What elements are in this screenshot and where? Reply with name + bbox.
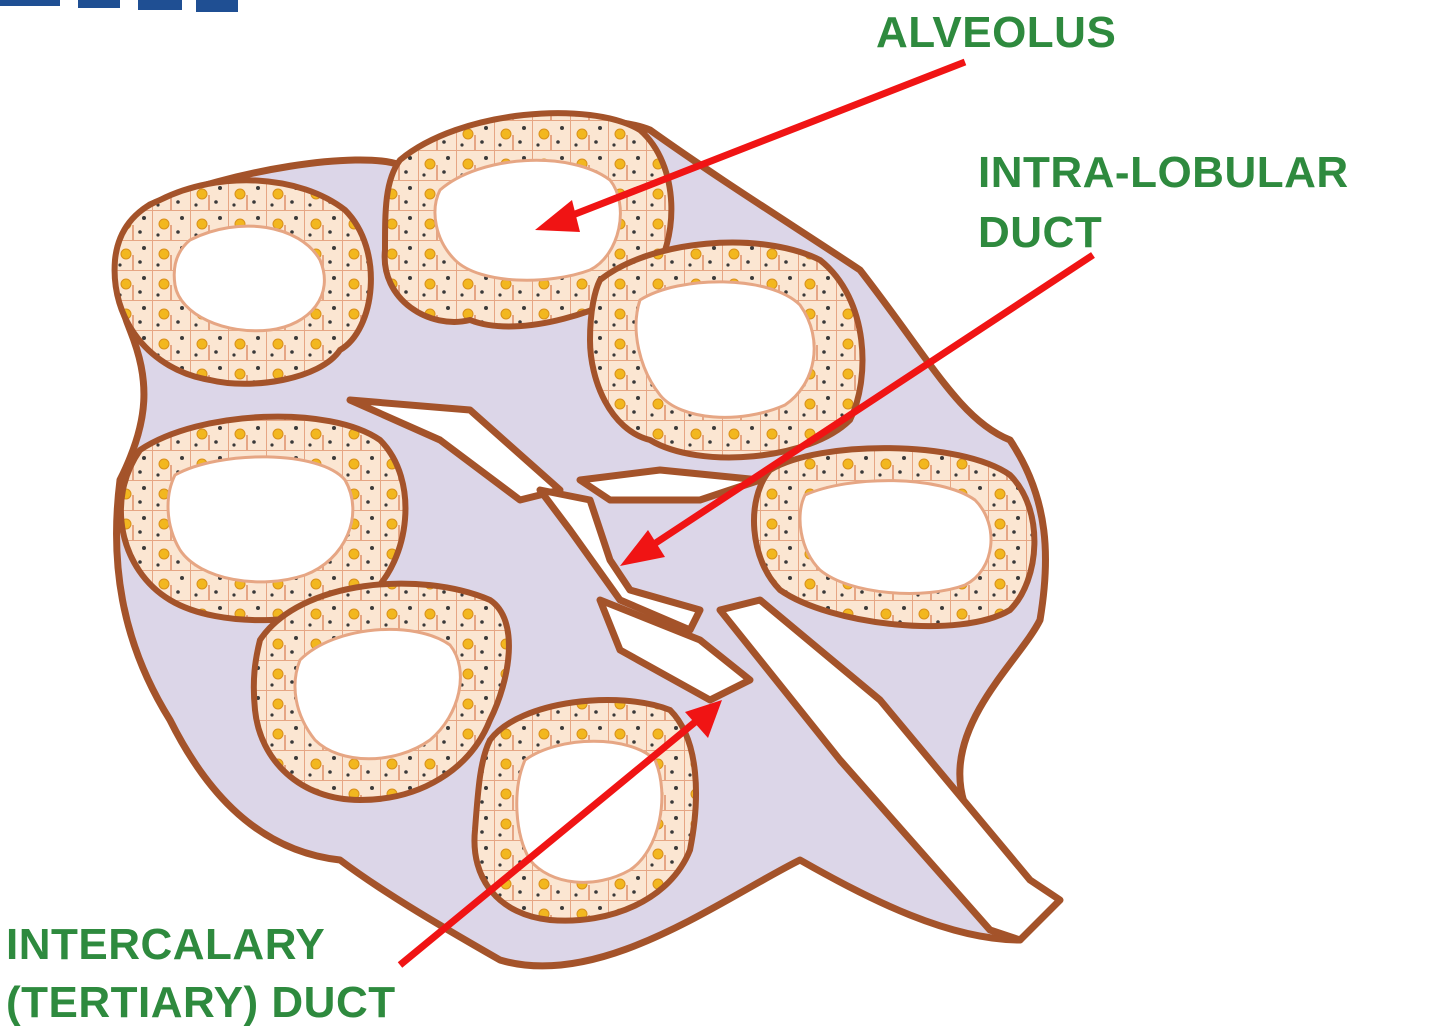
intercalary-duct-label-line1: INTERCALARY	[6, 922, 325, 968]
intralobular-duct-label-line1: INTRA-LOBULAR	[978, 150, 1349, 196]
intralobular-duct-label-line2: DUCT	[978, 210, 1102, 256]
intercalary-duct-label-line2: (TERTIARY) DUCT	[6, 980, 396, 1026]
alveolus-middle-right	[754, 448, 1034, 626]
alveolus-top-right	[590, 243, 862, 458]
alveolus-top-left	[115, 180, 371, 383]
alveolus-label: ALVEOLUS	[876, 10, 1116, 56]
